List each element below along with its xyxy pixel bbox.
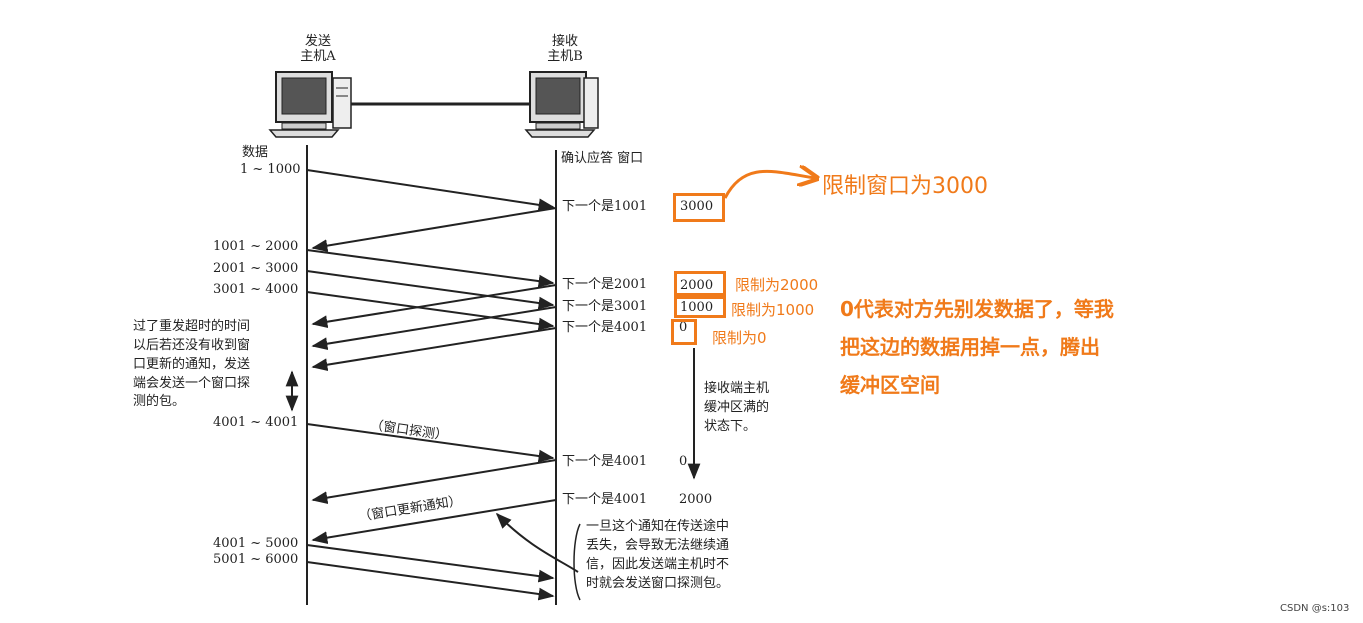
buffer-full-line-3: 状态下。 xyxy=(704,418,757,434)
sender-label-1: 1 ~ 1000 xyxy=(240,162,301,177)
arrow-ack-3001 xyxy=(311,306,557,351)
lost-update-line-1: 一旦这个通知在传送途中 xyxy=(586,519,730,534)
watermark: CSDN @s:103 xyxy=(1280,603,1350,614)
timeout-note-line-2: 以后若还没有收到窗 xyxy=(133,337,251,353)
window-value-6: 2000 xyxy=(679,492,713,507)
window-value-3: 1000 xyxy=(680,300,714,315)
sender-label-3: 2001 ~ 3000 xyxy=(213,261,299,276)
computer-a-icon xyxy=(268,71,352,138)
lost-update-line-2: 丢失，会导致无法继续通 xyxy=(586,537,730,553)
arrow-ack-4001 xyxy=(311,327,557,372)
receiver-host-line-1: 接收 xyxy=(551,34,578,49)
arrow-data-4001-5000 xyxy=(306,544,555,583)
window-value-4: 0 xyxy=(679,320,688,335)
buffer-full-line-2: 缓冲区满的 xyxy=(704,399,770,415)
highlight-box-3000 xyxy=(673,193,725,222)
receiver-host-line-2: 主机B xyxy=(547,48,583,64)
arrow-data-3001-4000 xyxy=(306,291,555,331)
annotation-limit-3000: 限制窗口为3000 xyxy=(822,174,988,199)
explanation-line-1: 0代表对方先别发数据了，等我 xyxy=(840,297,1114,321)
lost-update-line-3: 信，因此发送端主机时不 xyxy=(586,556,730,572)
receiver-ack-1: 下一个是1001 xyxy=(562,199,648,214)
explanation-line-2: 把这边的数据用掉一点，腾出 xyxy=(840,335,1100,359)
lost-update-note: 一旦这个通知在传送途中 丢失，会导致无法继续通 信，因此发送端主机时不 时就会发… xyxy=(586,518,786,593)
sender-label-5: 4001 ~ 4001 xyxy=(213,415,299,430)
ack-window-header: 确认应答 窗口 xyxy=(561,151,644,166)
explanation-line-3: 缓冲区空间 xyxy=(840,373,940,397)
annotation-arrow xyxy=(723,171,815,199)
sender-host-line-2: 主机A xyxy=(300,48,336,64)
annotation-limit-0: 限制为0 xyxy=(712,329,767,347)
timeout-note-line-3: 口更新的通知，发送 xyxy=(133,356,251,372)
sender-label-7: 5001 ~ 6000 xyxy=(213,552,299,567)
arrow-ack-2001 xyxy=(311,284,557,329)
annotation-limit-1000: 限制为1000 xyxy=(731,301,815,319)
buffer-full-line-1: 接收端主机 xyxy=(704,381,770,396)
arrow-data-5001-6000 xyxy=(306,561,555,601)
annotation-limit-2000: 限制为2000 xyxy=(735,276,819,294)
timeout-note: 过了重发超时的时间 以后若还没有收到窗 口更新的通知，发送 端会发送一个窗口探 … xyxy=(133,318,293,412)
window-value-5: 0 xyxy=(679,454,688,469)
note-bracket xyxy=(573,523,581,601)
window-value-2: 2000 xyxy=(680,278,714,293)
sender-host-line-1: 发送 xyxy=(304,34,331,49)
timeout-note-line-4: 端会发送一个窗口探 xyxy=(133,375,251,391)
sender-host-label: 发送 主机A xyxy=(293,34,343,65)
arrow-window-probe xyxy=(306,423,555,463)
timeout-note-line-5: 测的包。 xyxy=(133,394,186,410)
arrow-window-update xyxy=(311,499,557,544)
receiver-ack-6: 下一个是4001 xyxy=(562,492,648,507)
note-curve-arrow xyxy=(495,512,579,573)
arrow-probe-reply xyxy=(311,459,557,504)
buffer-full-note: 接收端主机 缓冲区满的 状态下。 xyxy=(704,380,794,437)
receiver-host-label: 接收 主机B xyxy=(540,34,590,65)
data-header: 数据 xyxy=(242,145,269,160)
lost-update-line-4: 时就会发送窗口探测包。 xyxy=(586,575,730,591)
highlight-box-0 xyxy=(671,319,697,345)
highlight-box-2000 xyxy=(674,271,726,296)
computer-b-icon xyxy=(524,71,599,138)
receiver-ack-3: 下一个是3001 xyxy=(562,299,648,314)
receiver-ack-4: 下一个是4001 xyxy=(562,320,648,335)
sender-label-4: 3001 ~ 4000 xyxy=(213,282,299,297)
timeout-note-line-1: 过了重发超时的时间 xyxy=(133,319,251,334)
sender-label-6: 4001 ~ 5000 xyxy=(213,536,299,551)
window-value-1: 3000 xyxy=(680,199,714,214)
window-zero-explanation: 0代表对方先别发数据了，等我 把这边的数据用掉一点，腾出 缓冲区空间 xyxy=(840,290,1114,404)
sender-label-2: 1001 ~ 2000 xyxy=(213,239,299,254)
arrow-ack-1001 xyxy=(311,207,557,252)
arrow-data-1-1000 xyxy=(306,169,555,212)
receiver-ack-2: 下一个是2001 xyxy=(562,277,648,292)
receiver-ack-5: 下一个是4001 xyxy=(562,454,648,469)
arrow-data-2001-3000 xyxy=(306,270,555,310)
arrow-data-1001-2000 xyxy=(306,249,555,288)
highlight-box-1000 xyxy=(674,296,726,318)
